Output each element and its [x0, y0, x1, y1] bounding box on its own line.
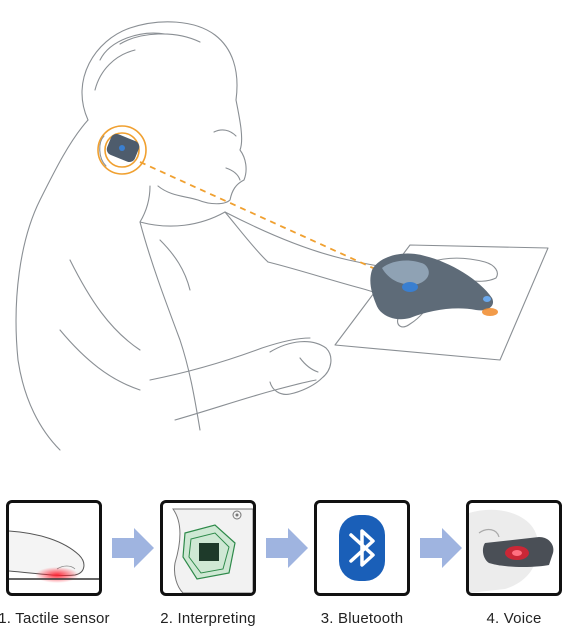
back-outline [16, 120, 88, 450]
bluetooth-icon [317, 503, 407, 593]
arrow-1-icon [112, 528, 154, 568]
far-arm [225, 212, 390, 268]
step-2-panel [160, 500, 256, 596]
circuit-board-icon [163, 503, 253, 593]
hair-outline [82, 22, 237, 120]
process-steps: 1. Tactile sensor 2. Interpreting 3. Blu… [0, 490, 566, 642]
step-4-label: 4. Voice [444, 610, 566, 627]
near-hand [270, 342, 331, 395]
fingertip-sensor-icon [9, 503, 99, 593]
signal-line [140, 162, 395, 278]
user-illustration [0, 0, 566, 470]
arrow-2-icon [266, 528, 308, 568]
step-2-label: 2. Interpreting [138, 610, 278, 627]
tactile-device [370, 254, 498, 320]
step-4-panel [466, 500, 562, 596]
arrow-3-icon [420, 528, 462, 568]
earpiece-icon [469, 503, 559, 593]
step-1-panel [6, 500, 102, 596]
step-1-label: 1. Tactile sensor [0, 610, 124, 627]
face-outline [158, 100, 246, 204]
step-3-panel [314, 500, 410, 596]
earpiece-device [98, 126, 146, 174]
shirt-front [140, 222, 200, 430]
step-3-label: 3. Bluetooth [292, 610, 432, 627]
